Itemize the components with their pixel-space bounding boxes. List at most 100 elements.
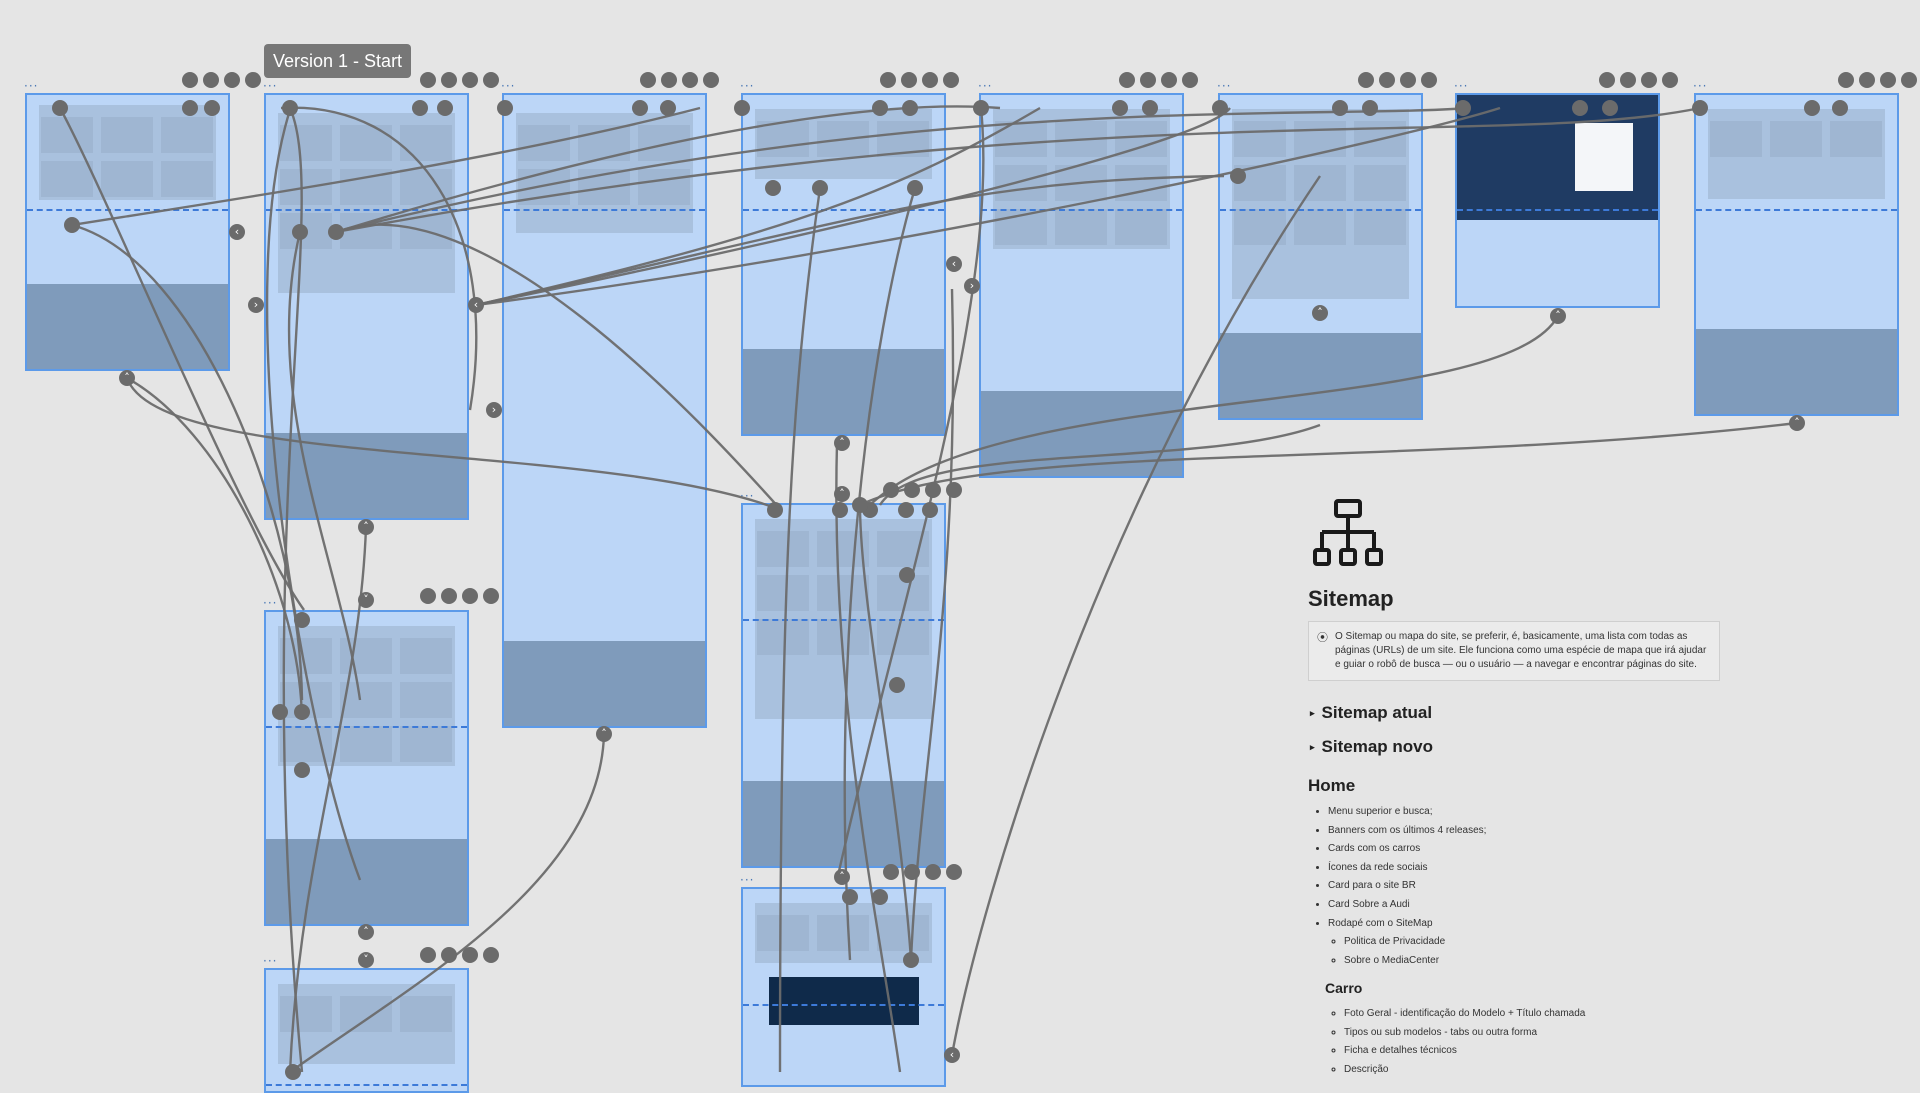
connection-node[interactable] <box>204 100 220 116</box>
chevron-nav-icon[interactable]: ˅ <box>358 952 374 968</box>
connection-node[interactable] <box>973 100 989 116</box>
frame-menu-icon[interactable]: ··· <box>263 954 278 968</box>
connection-node[interactable] <box>282 100 298 116</box>
connection-node[interactable] <box>1838 72 1854 88</box>
connection-node[interactable] <box>1901 72 1917 88</box>
connection-node[interactable] <box>203 72 219 88</box>
chevron-nav-icon[interactable]: ‹ <box>229 224 245 240</box>
chevron-nav-icon[interactable]: ˄ <box>1550 308 1566 324</box>
connection-node[interactable] <box>441 588 457 604</box>
connection-node[interactable] <box>462 588 478 604</box>
connection-node[interactable] <box>483 72 499 88</box>
connection-node[interactable] <box>901 72 917 88</box>
chevron-nav-icon[interactable]: ˄ <box>834 435 850 451</box>
chevron-nav-icon[interactable]: ˄ <box>358 924 374 940</box>
chevron-nav-icon[interactable]: › <box>486 402 502 418</box>
frame-menu-icon[interactable]: ··· <box>1454 79 1469 93</box>
connection-node[interactable] <box>767 502 783 518</box>
connection-node[interactable] <box>245 72 261 88</box>
connection-node[interactable] <box>946 864 962 880</box>
connection-node[interactable] <box>883 864 899 880</box>
frame-menu-icon[interactable]: ··· <box>501 79 516 93</box>
connection-node[interactable] <box>441 947 457 963</box>
connection-line[interactable] <box>288 526 368 1073</box>
connection-line[interactable] <box>335 106 1701 234</box>
connection-node[interactable] <box>1379 72 1395 88</box>
connection-node[interactable] <box>294 612 310 628</box>
connection-line[interactable] <box>265 109 362 881</box>
connection-line[interactable] <box>835 107 985 881</box>
connection-node[interactable] <box>483 947 499 963</box>
connection-node[interactable] <box>292 224 308 240</box>
connection-node[interactable] <box>1572 100 1588 116</box>
screen-frame[interactable] <box>1694 93 1899 416</box>
connection-node[interactable] <box>294 762 310 778</box>
chevron-nav-icon[interactable]: ˄ <box>834 486 850 502</box>
connection-node[interactable] <box>1832 100 1848 116</box>
connection-node[interactable] <box>294 704 310 720</box>
connection-node[interactable] <box>272 704 288 720</box>
connection-node[interactable] <box>462 72 478 88</box>
connection-node[interactable] <box>437 100 453 116</box>
connection-node[interactable] <box>1230 168 1246 184</box>
connection-line[interactable] <box>125 377 782 512</box>
connection-node[interactable] <box>328 224 344 240</box>
connection-node[interactable] <box>420 947 436 963</box>
connection-node[interactable] <box>285 1064 301 1080</box>
connection-node[interactable] <box>852 497 868 513</box>
chevron-nav-icon[interactable]: ˅ <box>358 592 374 608</box>
chevron-nav-icon[interactable]: ˄ <box>834 869 850 885</box>
connection-node[interactable] <box>1182 72 1198 88</box>
connection-node[interactable] <box>904 864 920 880</box>
screen-frame[interactable] <box>1218 93 1423 420</box>
connection-node[interactable] <box>904 482 920 498</box>
connection-node[interactable] <box>880 72 896 88</box>
connection-line[interactable] <box>869 315 1560 506</box>
connection-node[interactable] <box>632 100 648 116</box>
chevron-nav-icon[interactable]: ˄ <box>358 519 374 535</box>
frame-menu-icon[interactable]: ··· <box>740 79 755 93</box>
connection-node[interactable] <box>497 100 513 116</box>
connection-line[interactable] <box>335 223 782 511</box>
connection-node[interactable] <box>441 72 457 88</box>
connection-node[interactable] <box>462 947 478 963</box>
connection-node[interactable] <box>420 72 436 88</box>
connection-line[interactable] <box>475 174 1225 307</box>
connection-node[interactable] <box>703 72 719 88</box>
connection-line[interactable] <box>287 231 362 701</box>
connection-line[interactable] <box>335 105 1001 234</box>
connection-node[interactable] <box>903 952 919 968</box>
connection-node[interactable] <box>1119 72 1135 88</box>
connection-node[interactable] <box>922 72 938 88</box>
connection-node[interactable] <box>1602 100 1618 116</box>
connection-node[interactable] <box>1358 72 1374 88</box>
connection-line[interactable] <box>126 376 304 721</box>
connection-node[interactable] <box>832 502 848 518</box>
screen-frame[interactable] <box>25 93 230 371</box>
connection-node[interactable] <box>1212 100 1228 116</box>
connection-node[interactable] <box>925 482 941 498</box>
chevron-nav-icon[interactable]: › <box>964 278 980 294</box>
connection-node[interactable] <box>182 72 198 88</box>
chevron-nav-icon[interactable]: ˄ <box>596 726 612 742</box>
connection-node[interactable] <box>661 72 677 88</box>
connection-node[interactable] <box>899 567 915 583</box>
frame-menu-icon[interactable]: ··· <box>263 596 278 610</box>
chevron-nav-icon[interactable]: ‹ <box>944 1047 960 1063</box>
chevron-nav-icon[interactable]: ‹ <box>468 297 484 313</box>
connection-node[interactable] <box>1332 100 1348 116</box>
chevron-nav-icon[interactable]: › <box>248 297 264 313</box>
connection-node[interactable] <box>682 72 698 88</box>
frame-menu-icon[interactable]: ··· <box>1693 79 1708 93</box>
connection-node[interactable] <box>922 502 938 518</box>
toggle-sitemap-novo[interactable]: ▸Sitemap novo <box>1310 737 1433 757</box>
connection-node[interactable] <box>1161 72 1177 88</box>
connection-node[interactable] <box>946 482 962 498</box>
connection-node[interactable] <box>1400 72 1416 88</box>
connection-node[interactable] <box>883 482 899 498</box>
connection-node[interactable] <box>765 180 781 196</box>
frame-menu-icon[interactable]: ··· <box>740 873 755 887</box>
connection-node[interactable] <box>1804 100 1820 116</box>
connection-node[interactable] <box>902 100 918 116</box>
